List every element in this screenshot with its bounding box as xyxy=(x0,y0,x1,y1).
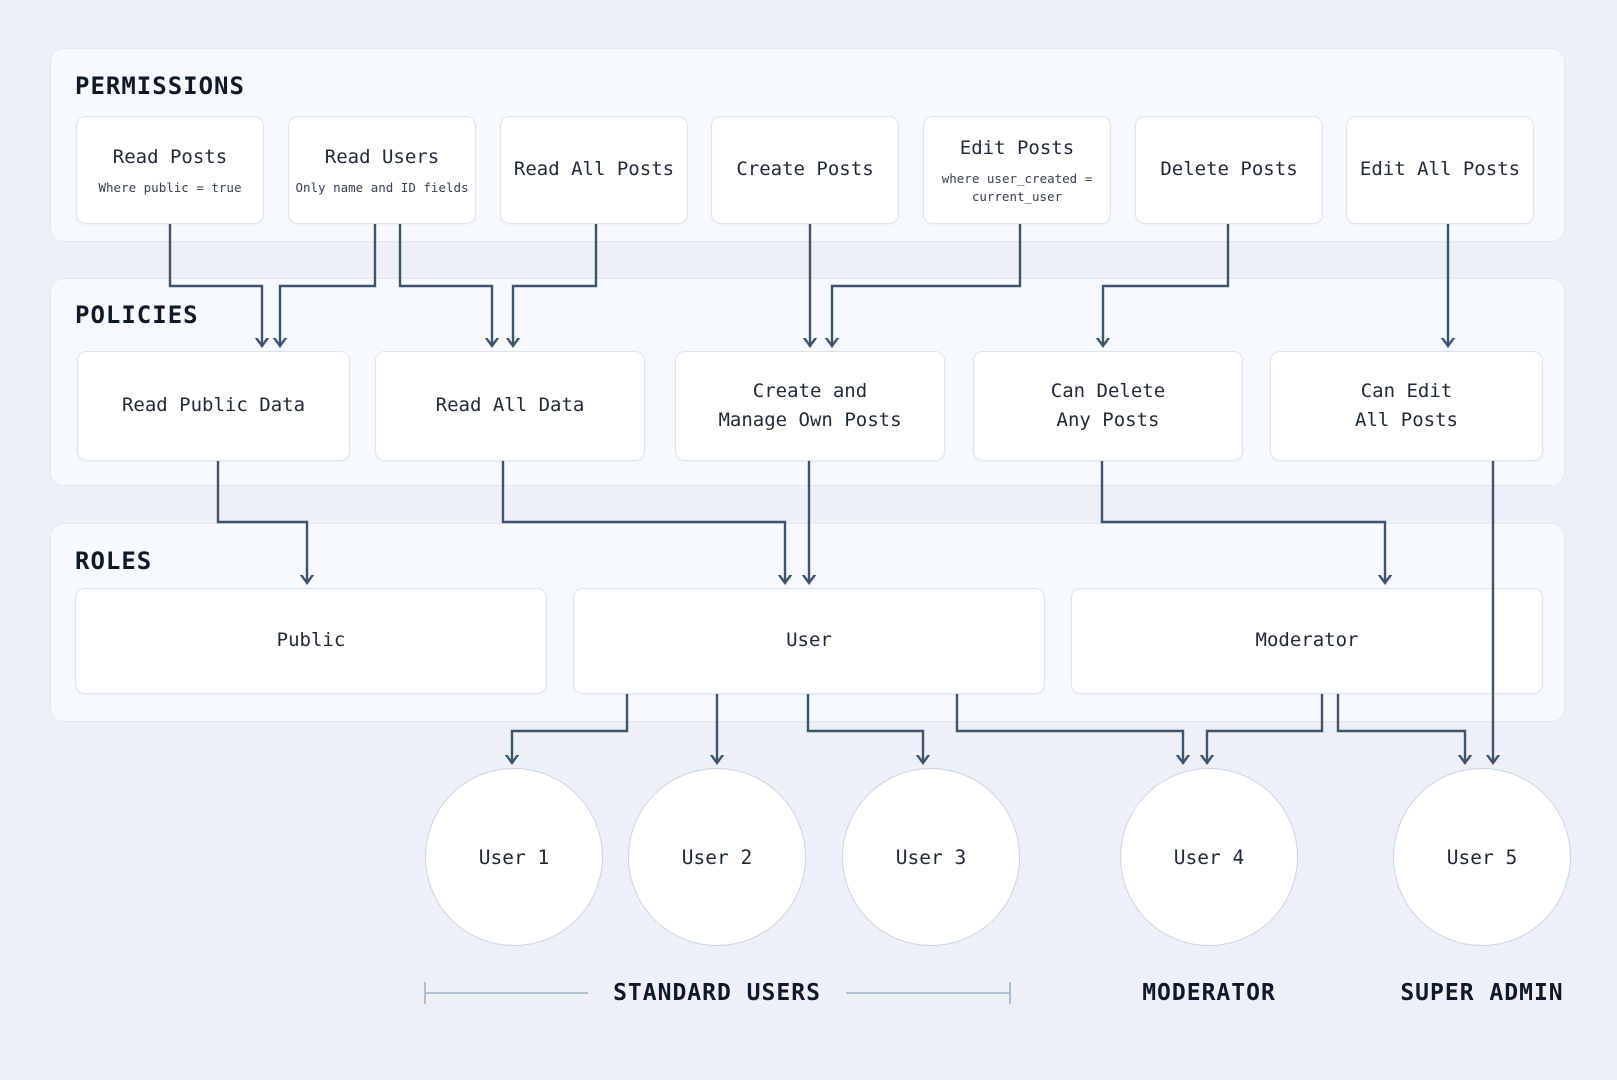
user-circle-2: User 2 xyxy=(628,768,806,946)
node-sublabel: where user_created = current_user xyxy=(941,171,1093,205)
user-label: User 1 xyxy=(478,845,550,869)
policy-node-read-all-data: Read All Data xyxy=(375,351,645,461)
node-label: Read All Data xyxy=(435,394,585,417)
node-label: Read Public Data xyxy=(121,394,306,417)
node-label: Delete Posts xyxy=(1160,158,1298,181)
group-label-moderator: MODERATOR xyxy=(1142,980,1276,1006)
node-label: Edit Posts xyxy=(959,136,1075,159)
role-node-public: Public xyxy=(75,588,547,694)
role-node-user: User xyxy=(573,588,1045,694)
node-label: Public xyxy=(276,629,346,652)
policy-node-can-delete-any-posts: Can Delete Any Posts xyxy=(973,351,1243,461)
policy-node-can-edit-all-posts: Can Edit All Posts xyxy=(1270,351,1543,461)
node-label: Read All Posts xyxy=(513,158,675,181)
permission-node-read-posts: Read Posts Where public = true xyxy=(76,116,264,224)
user-circle-1: User 1 xyxy=(425,768,603,946)
user-label: User 3 xyxy=(895,845,967,869)
permissions-title: PERMISSIONS xyxy=(75,72,245,100)
node-label: User xyxy=(786,629,832,652)
user-label: User 4 xyxy=(1173,845,1245,869)
user-label: User 5 xyxy=(1446,845,1518,869)
role-node-moderator: Moderator xyxy=(1071,588,1543,694)
user-circle-3: User 3 xyxy=(842,768,1020,946)
permission-node-edit-posts: Edit Posts where user_created = current_… xyxy=(923,116,1111,224)
node-sublabel: Only name and ID fields xyxy=(295,180,469,196)
node-label: Create and Manage Own Posts xyxy=(718,379,902,431)
node-label: Edit All Posts xyxy=(1359,158,1521,181)
policy-node-create-manage-own-posts: Create and Manage Own Posts xyxy=(675,351,945,461)
policy-node-read-public-data: Read Public Data xyxy=(77,351,350,461)
user-label: User 2 xyxy=(681,845,753,869)
node-sublabel: Where public = true xyxy=(98,180,242,196)
permission-node-create-posts: Create Posts xyxy=(711,116,899,224)
roles-title: ROLES xyxy=(75,547,153,575)
node-label: Moderator xyxy=(1255,629,1359,652)
node-label: Create Posts xyxy=(736,158,874,181)
group-label-super-admin: SUPER ADMIN xyxy=(1400,980,1564,1006)
permission-node-read-users: Read Users Only name and ID fields xyxy=(288,116,476,224)
node-label: Can Delete Any Posts xyxy=(1050,379,1166,431)
user-circle-4: User 4 xyxy=(1120,768,1298,946)
group-label-standard-users: STANDARD USERS xyxy=(613,980,821,1006)
policies-title: POLICIES xyxy=(75,301,199,329)
permission-node-delete-posts: Delete Posts xyxy=(1135,116,1323,224)
permission-node-read-all-posts: Read All Posts xyxy=(500,116,688,224)
user-circle-5: User 5 xyxy=(1393,768,1571,946)
node-label: Read Posts xyxy=(112,145,228,168)
node-label: Can Edit All Posts xyxy=(1355,379,1458,431)
permission-node-edit-all-posts: Edit All Posts xyxy=(1346,116,1534,224)
node-label: Read Users xyxy=(324,145,440,168)
